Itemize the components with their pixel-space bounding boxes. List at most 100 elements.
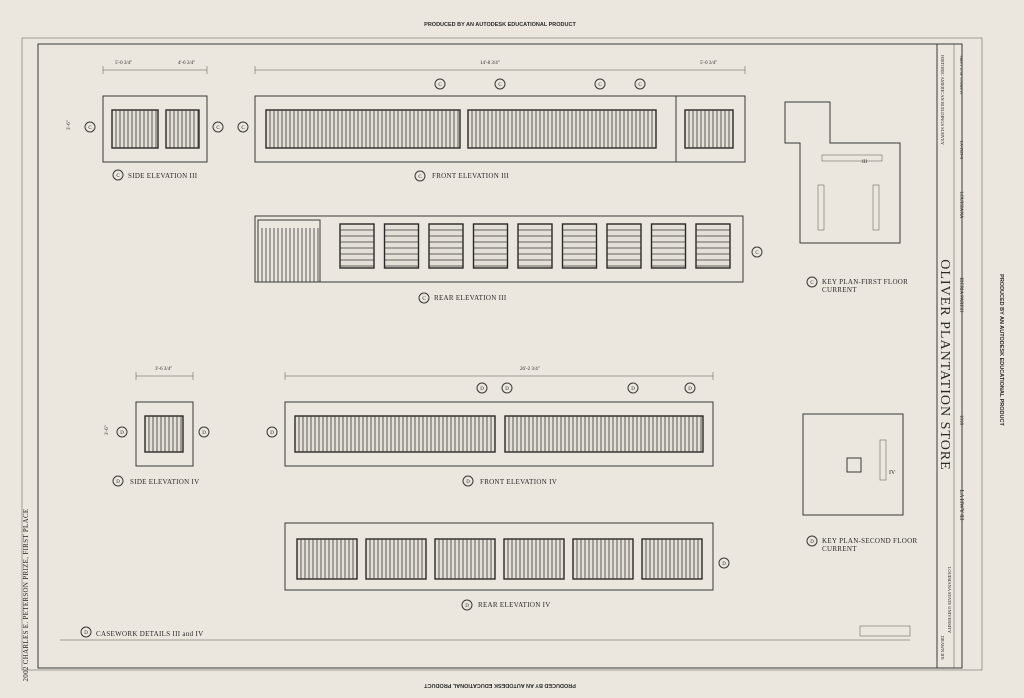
marker-letter: C — [438, 83, 442, 88]
panel — [296, 538, 358, 580]
section-marker — [112, 475, 124, 487]
line-work — [284, 401, 714, 467]
marker-letter: D — [116, 480, 120, 485]
marker-letter: D — [505, 387, 509, 392]
counter — [817, 184, 825, 231]
section-marker — [198, 426, 210, 438]
section-marker — [80, 626, 92, 638]
marker-letter: C — [422, 297, 426, 302]
section-marker — [594, 78, 606, 90]
section-marker — [116, 426, 128, 438]
panel — [365, 538, 427, 580]
section-marker — [84, 121, 96, 133]
label-rear-elevation-iii: REAR ELEVATION III — [434, 294, 507, 302]
drawn-by: DRAWN BY: — [940, 636, 945, 661]
shutter — [339, 223, 375, 269]
shutter — [606, 223, 642, 269]
marker-letter: D — [465, 604, 469, 609]
floor-plan-outline — [784, 101, 901, 244]
label-front-elevation-iii: FRONT ELEVATION III — [432, 172, 509, 180]
dim-text: 14'-8 3/4" — [480, 61, 500, 66]
dim-text: 5'-0 3/4" — [700, 61, 717, 66]
cabinet-door — [265, 109, 461, 149]
shutter — [383, 223, 420, 269]
survey-name: HISTORIC AMERICAN BUILDINGS SURVEY — [940, 55, 945, 145]
year: 1918 — [958, 415, 963, 426]
section-marker — [718, 557, 730, 569]
dim-text: 26'-2 3/4" — [520, 367, 540, 372]
section-marker — [806, 276, 818, 288]
line-work — [257, 219, 321, 283]
marker-letter: D — [480, 387, 484, 392]
cabinet-door — [111, 109, 159, 149]
label-rear-elevation-iv: REAR ELEVATION IV — [478, 601, 551, 609]
project-title: OLIVER PLANTATION STORE — [937, 259, 952, 470]
label-casework: CASEWORK DETAILS III and IV — [96, 630, 203, 638]
marker-letter: C — [216, 126, 220, 131]
marker-letter: D — [722, 562, 726, 567]
line-work — [254, 215, 744, 283]
marker-letter: C — [418, 175, 422, 180]
label-front-elevation-iv: FRONT ELEVATION IV — [480, 478, 557, 486]
dim-text: 4'-6 3/4" — [178, 61, 195, 66]
plan-label-iv: IV — [889, 470, 896, 476]
section-marker — [494, 78, 506, 90]
section-marker — [112, 169, 124, 181]
shutter — [561, 223, 598, 269]
watermark-top: PRODUCED BY AN AUTODESK EDUCATIONAL PROD… — [424, 22, 576, 28]
label-side-elevation-iii: SIDE ELEVATION III — [128, 172, 198, 180]
cabinet-door — [504, 415, 704, 453]
dim-text: 5'-0 3/4" — [115, 61, 132, 66]
section-marker — [627, 382, 639, 394]
line-work — [675, 95, 746, 163]
dim-text: 3'-6" — [67, 120, 72, 130]
marker-letter: C — [755, 251, 759, 256]
panel — [572, 538, 634, 580]
section-marker — [806, 535, 818, 547]
watermark-right: PRODUCED BY AN AUTODESK EDUCATIONAL PROD… — [998, 274, 1004, 426]
dim-text: 3'-6" — [105, 425, 110, 435]
marker-letter: D — [202, 431, 206, 436]
section-marker — [751, 246, 763, 258]
sheet-number: SHEET 12 OF 13 SHEETS — [959, 56, 963, 95]
marker-letter: D — [631, 387, 635, 392]
outer-border — [21, 37, 983, 671]
marker-letter: D — [120, 431, 124, 436]
panel — [434, 538, 496, 580]
marker-letter: D — [84, 631, 88, 636]
marker-letter: C — [88, 126, 92, 131]
marker-letter: D — [688, 387, 692, 392]
section-marker — [461, 599, 473, 611]
shutter — [428, 223, 464, 269]
counter — [872, 184, 880, 231]
watermark-bottom: PRODUCED BY AN AUTODESK EDUCATIONAL PROD… — [424, 682, 576, 688]
university: LOUISIANA STATE UNIVERSITY — [947, 567, 952, 634]
plan-label-iii: III — [862, 160, 867, 165]
marker-letter: C — [498, 83, 502, 88]
marker-letter: C — [810, 281, 814, 286]
label-side-elevation-iv: SIDE ELEVATION IV — [130, 478, 200, 486]
marker-letter: D — [270, 431, 274, 436]
counter — [821, 154, 883, 162]
section-marker — [684, 382, 696, 394]
section-marker — [212, 121, 224, 133]
counter — [879, 439, 887, 481]
label-key-plan-second-sub: CURRENT — [822, 545, 857, 553]
shutter — [695, 223, 731, 269]
panel — [641, 538, 703, 580]
survey-number: LA-1325-A — [959, 141, 964, 160]
floor-plan-outline — [802, 413, 904, 516]
prize-note: 2002 CHARLES E. PETERSON PRIZE, FIRST PL… — [22, 508, 30, 681]
state: LOUISIANA — [958, 191, 963, 219]
cabinet-door — [165, 109, 200, 149]
section-marker — [434, 78, 446, 90]
address: LA HWY 83 — [958, 490, 964, 521]
label-key-plan-second: KEY PLAN-SECOND FLOOR — [822, 537, 918, 545]
marker-letter: C — [241, 126, 245, 131]
shutter — [517, 223, 553, 269]
line-work — [284, 522, 714, 591]
marker-letter: C — [116, 174, 120, 179]
line-work — [135, 401, 194, 467]
